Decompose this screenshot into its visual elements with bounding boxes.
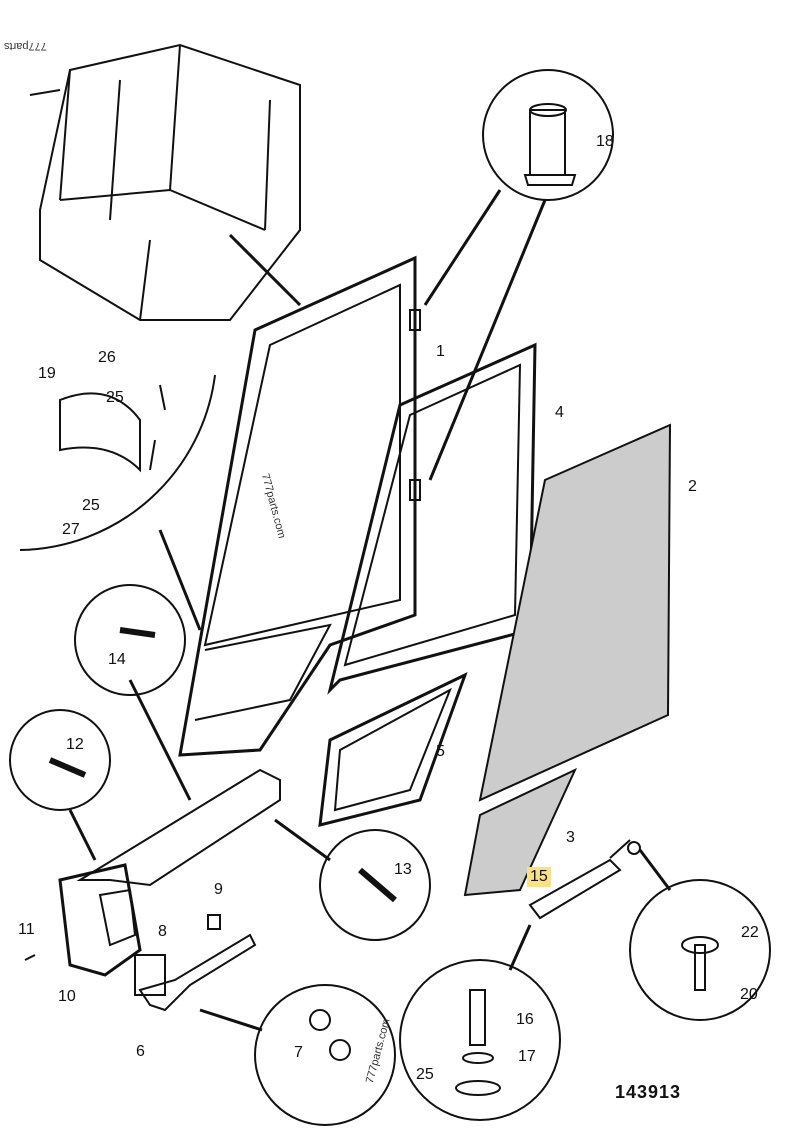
lower-frame xyxy=(318,672,468,827)
callout-label: 3 xyxy=(566,829,575,846)
callout-label: 20 xyxy=(740,986,758,1003)
watermark: 777parts xyxy=(4,40,47,52)
callout-label: 27 xyxy=(62,521,80,538)
callout-label: 5 xyxy=(436,743,445,760)
callout-label: 1 xyxy=(436,343,445,360)
window-frame xyxy=(327,342,537,695)
detail-circle-7 xyxy=(254,984,396,1126)
gas-strut xyxy=(528,839,631,920)
callout-label: 7 xyxy=(294,1044,303,1061)
callout-label: 6 xyxy=(136,1043,145,1060)
callout-label: 26 xyxy=(98,349,116,366)
callout-label: 25 xyxy=(82,497,100,514)
figure-number: 143913 xyxy=(615,1082,682,1102)
detail-circle-13 xyxy=(319,829,431,941)
cab-frame xyxy=(29,43,301,321)
detail-circle-12 xyxy=(9,709,111,811)
callout-label: 10 xyxy=(58,988,76,1005)
callout-label: 13 xyxy=(394,861,412,878)
leader-line xyxy=(228,233,302,307)
callout-label: 19 xyxy=(38,365,56,382)
detail-circle-14 xyxy=(74,584,186,696)
callout-label: 18 xyxy=(596,133,614,150)
detail-circle-18 xyxy=(482,69,614,201)
callout-label: 14 xyxy=(108,651,126,668)
detail-arc-19 xyxy=(19,374,216,551)
callout-label: 25 xyxy=(416,1066,434,1083)
callout-label: 2 xyxy=(688,478,697,495)
detail-circle-22 xyxy=(629,879,771,1021)
callout-label: 8 xyxy=(158,923,167,940)
callout-label-highlighted: 15 xyxy=(527,867,551,887)
door-handle-assembly xyxy=(58,768,281,1012)
callout-label: 16 xyxy=(516,1011,534,1028)
callout-label: 4 xyxy=(555,404,564,421)
callout-label: 25 xyxy=(106,389,124,406)
door-frame xyxy=(178,255,421,757)
glass-panel xyxy=(478,423,672,802)
callout-label: 9 xyxy=(214,881,223,898)
callout-label: 11 xyxy=(18,921,35,938)
callout-label: 22 xyxy=(741,924,759,941)
detail-circle-16 xyxy=(399,959,561,1121)
callout-label: 12 xyxy=(66,736,84,753)
callout-label: 17 xyxy=(518,1048,536,1065)
lower-glass xyxy=(463,767,578,897)
